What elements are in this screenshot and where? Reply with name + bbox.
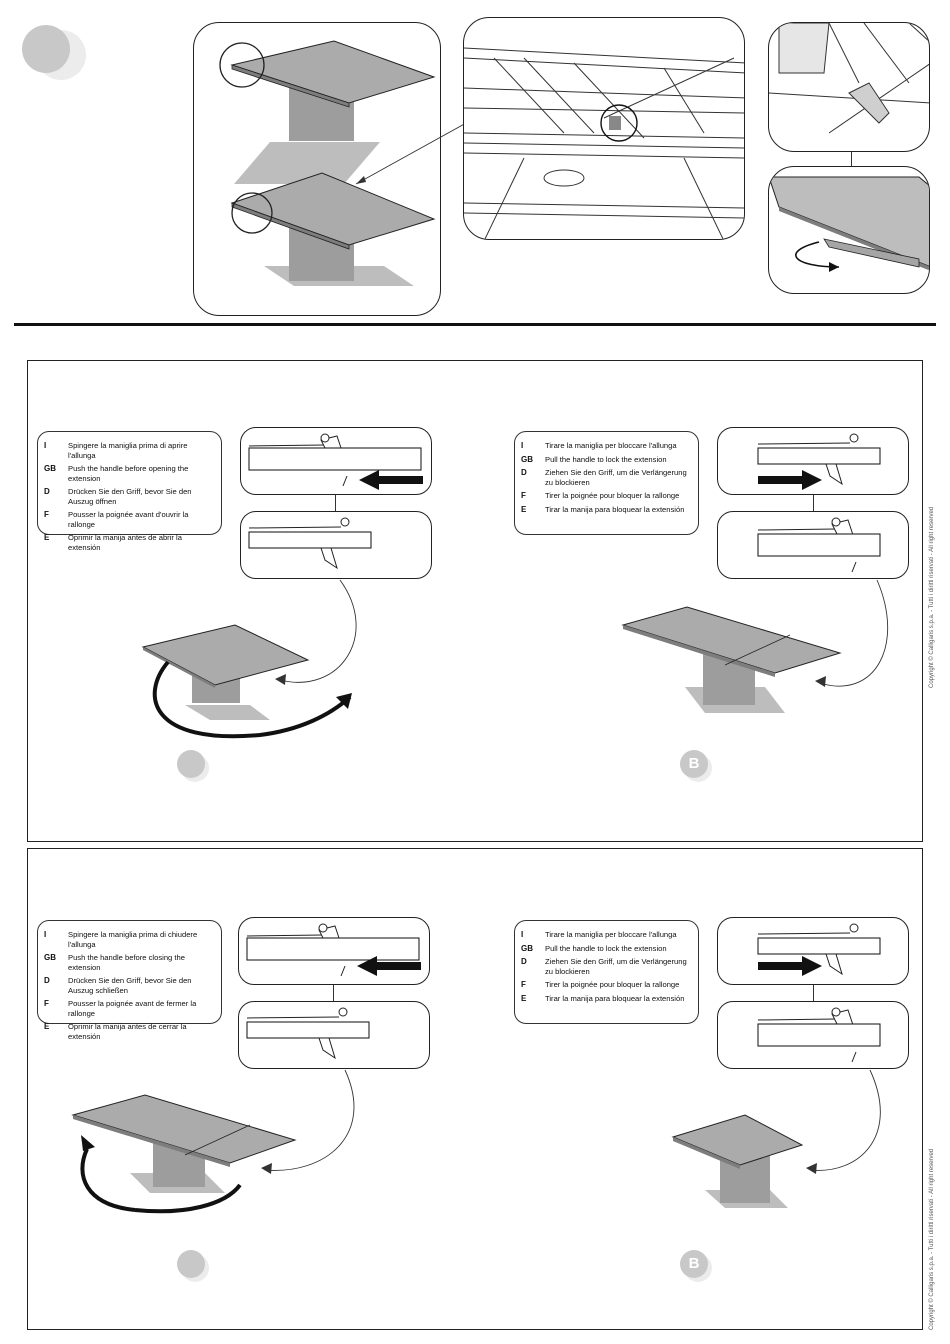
legend-row: I Spingere la maniglia prima di aprire l'… [44, 441, 215, 460]
handle-diagram-release [238, 1001, 430, 1069]
legend-row: GB Pull the handle to lock the extension [521, 944, 692, 954]
handle-diagram-pull-close [717, 917, 909, 985]
legend-row: F Tirer la poignée pour bloquer la rallon… [521, 980, 692, 990]
lang-code: GB [521, 454, 533, 464]
legend-row: GB Push the handle before closing the ext… [44, 953, 215, 972]
connector-line [813, 495, 814, 511]
table-closed-illustration [671, 1069, 881, 1208]
lang-code: F [521, 980, 526, 989]
handle-diagram-open [240, 511, 432, 579]
instruction-text: Tirer la poignée pour bloquer la rallong… [545, 491, 680, 500]
legend-box: I Tirare la maniglia per bloccare l'allun… [514, 920, 699, 1024]
lang-code: D [521, 957, 527, 966]
instruction-text: Tirar la manija para bloquear la extensi… [545, 504, 685, 514]
lang-code: I [521, 930, 524, 939]
legend-row: D Ziehen Sie den Griff, um die Verlängeru… [521, 957, 692, 976]
instruction-text: Tirare la maniglia per bloccare l'allung… [545, 441, 677, 450]
legend-row: E Tirar la manija para bloquear la extens… [521, 505, 692, 515]
lang-code: I [44, 930, 47, 939]
instruction-text: Spingere la maniglia prima di chiudere l… [68, 930, 198, 949]
connector-line [335, 495, 336, 511]
lang-code: I [521, 441, 524, 450]
instruction-text: Push the handle before closing the exten… [68, 953, 185, 972]
lang-code: E [521, 993, 527, 1003]
panel-close [27, 848, 923, 1330]
instruction-text: Tirare la maniglia per bloccare l'allung… [545, 930, 677, 939]
handle-diagram-locked [717, 511, 909, 579]
handle-diagram-push-close [238, 917, 430, 985]
lang-code: E [521, 504, 527, 514]
step-marker [22, 25, 70, 73]
copyright-text: Copyright © Calligaris s.p.a. - Tutti i … [929, 506, 935, 688]
step-letter: B [688, 1255, 700, 1272]
legend-box: I Spingere la maniglia prima di chiudere … [37, 920, 222, 1041]
lang-code: GB [44, 464, 56, 473]
instruction-text: Pousser la poignée avant de fermer la ra… [68, 999, 197, 1018]
legend-row: I Spingere la maniglia prima di chiudere … [44, 930, 215, 949]
lang-code: D [44, 976, 50, 985]
legend-row: E Oprimir la manija antes de cerrar la ex… [44, 1022, 215, 1041]
instruction-text: Pull the handle to lock the extension [545, 943, 667, 953]
table-close-illustration [71, 1069, 355, 1214]
table-extended-illustration [621, 579, 889, 713]
copyright-text: Copyright © Calligaris s.p.a. - Tutti i … [929, 1148, 935, 1330]
section-divider [14, 323, 936, 326]
legend-row: D Drücken Sie den Griff, bevor Sie den Au… [44, 487, 215, 506]
connector-line [333, 985, 334, 1001]
legend-row: F Pousser la poignée avant de fermer la r… [44, 999, 215, 1018]
step-marker-a [177, 750, 209, 782]
instruction-text: Ziehen Sie den Griff, um die Verlängerun… [545, 468, 687, 487]
legend-box: I Spingere la maniglia prima di aprire l'… [37, 431, 222, 552]
legend-row: E Oprimir la manija antes de abrir la ext… [44, 533, 215, 552]
legend-row: I Tirare la maniglia per bloccare l'allun… [521, 930, 692, 940]
mechanism-detail [463, 17, 745, 240]
handle-diagram-locked-close [717, 1001, 909, 1069]
table-open-illustration [141, 579, 357, 739]
leader-line [355, 121, 469, 185]
instruction-text: Push the handle before opening the exten… [68, 464, 189, 483]
instruction-text: Tirar la manija para bloquear la extensi… [545, 993, 685, 1003]
legend-row: D Drücken Sie den Griff, bevor Sie den Au… [44, 976, 215, 995]
instruction-text: Ziehen Sie den Griff, um die Verlängerun… [545, 957, 687, 976]
lang-code: D [44, 487, 50, 496]
instruction-text: Oprimir la manija antes de abrir la exte… [68, 533, 182, 552]
legend-row: F Tirer la poignée pour bloquer la rallon… [521, 491, 692, 501]
step-letter: B [688, 755, 700, 772]
legend-row: E Tirar la manija para bloquear la extens… [521, 994, 692, 1004]
lang-code: F [44, 999, 49, 1008]
connector-line [851, 152, 852, 166]
lang-code: I [44, 441, 47, 450]
top-table-views [193, 22, 441, 316]
legend-row: D Ziehen Sie den Griff, um die Verlängeru… [521, 468, 692, 487]
instruction-text: Spingere la maniglia prima di aprire l'a… [68, 441, 188, 460]
lang-code: E [44, 1022, 50, 1031]
legend-row: GB Push the handle before opening the ext… [44, 464, 215, 483]
legend-row: F Pousser la poignée avant d'ouvrir la ra… [44, 510, 215, 529]
instruction-text: Pull the handle to lock the extension [545, 454, 667, 464]
instruction-text: Tirer la poignée pour bloquer la rallong… [545, 980, 680, 989]
lang-code: E [44, 533, 50, 542]
legend-row: I Tirare la maniglia per bloccare l'allun… [521, 441, 692, 451]
legend-row: GB Pull the handle to lock the extension [521, 455, 692, 465]
lang-code: D [521, 468, 527, 477]
lang-code: F [44, 510, 49, 519]
instruction-text: Drücken Sie den Griff, bevor Sie den Aus… [68, 487, 192, 506]
step-marker-c [177, 1250, 209, 1282]
panel-open [27, 360, 923, 842]
instruction-text: Pousser la poignée avant d'ouvrir la ral… [68, 510, 189, 529]
handle-diagram-push [240, 427, 432, 495]
legend-box: I Tirare la maniglia per bloccare l'allun… [514, 431, 699, 535]
lang-code: GB [521, 943, 533, 953]
lang-code: F [521, 491, 526, 500]
handle-closeup [768, 22, 930, 152]
lang-code: GB [44, 953, 56, 962]
connector-line [813, 985, 814, 1001]
rotation-detail [768, 166, 930, 294]
handle-diagram-pull [717, 427, 909, 495]
instruction-text: Oprimir la manija antes de cerrar la ext… [68, 1022, 187, 1041]
instruction-text: Drücken Sie den Griff, bevor Sie den Aus… [68, 976, 192, 995]
